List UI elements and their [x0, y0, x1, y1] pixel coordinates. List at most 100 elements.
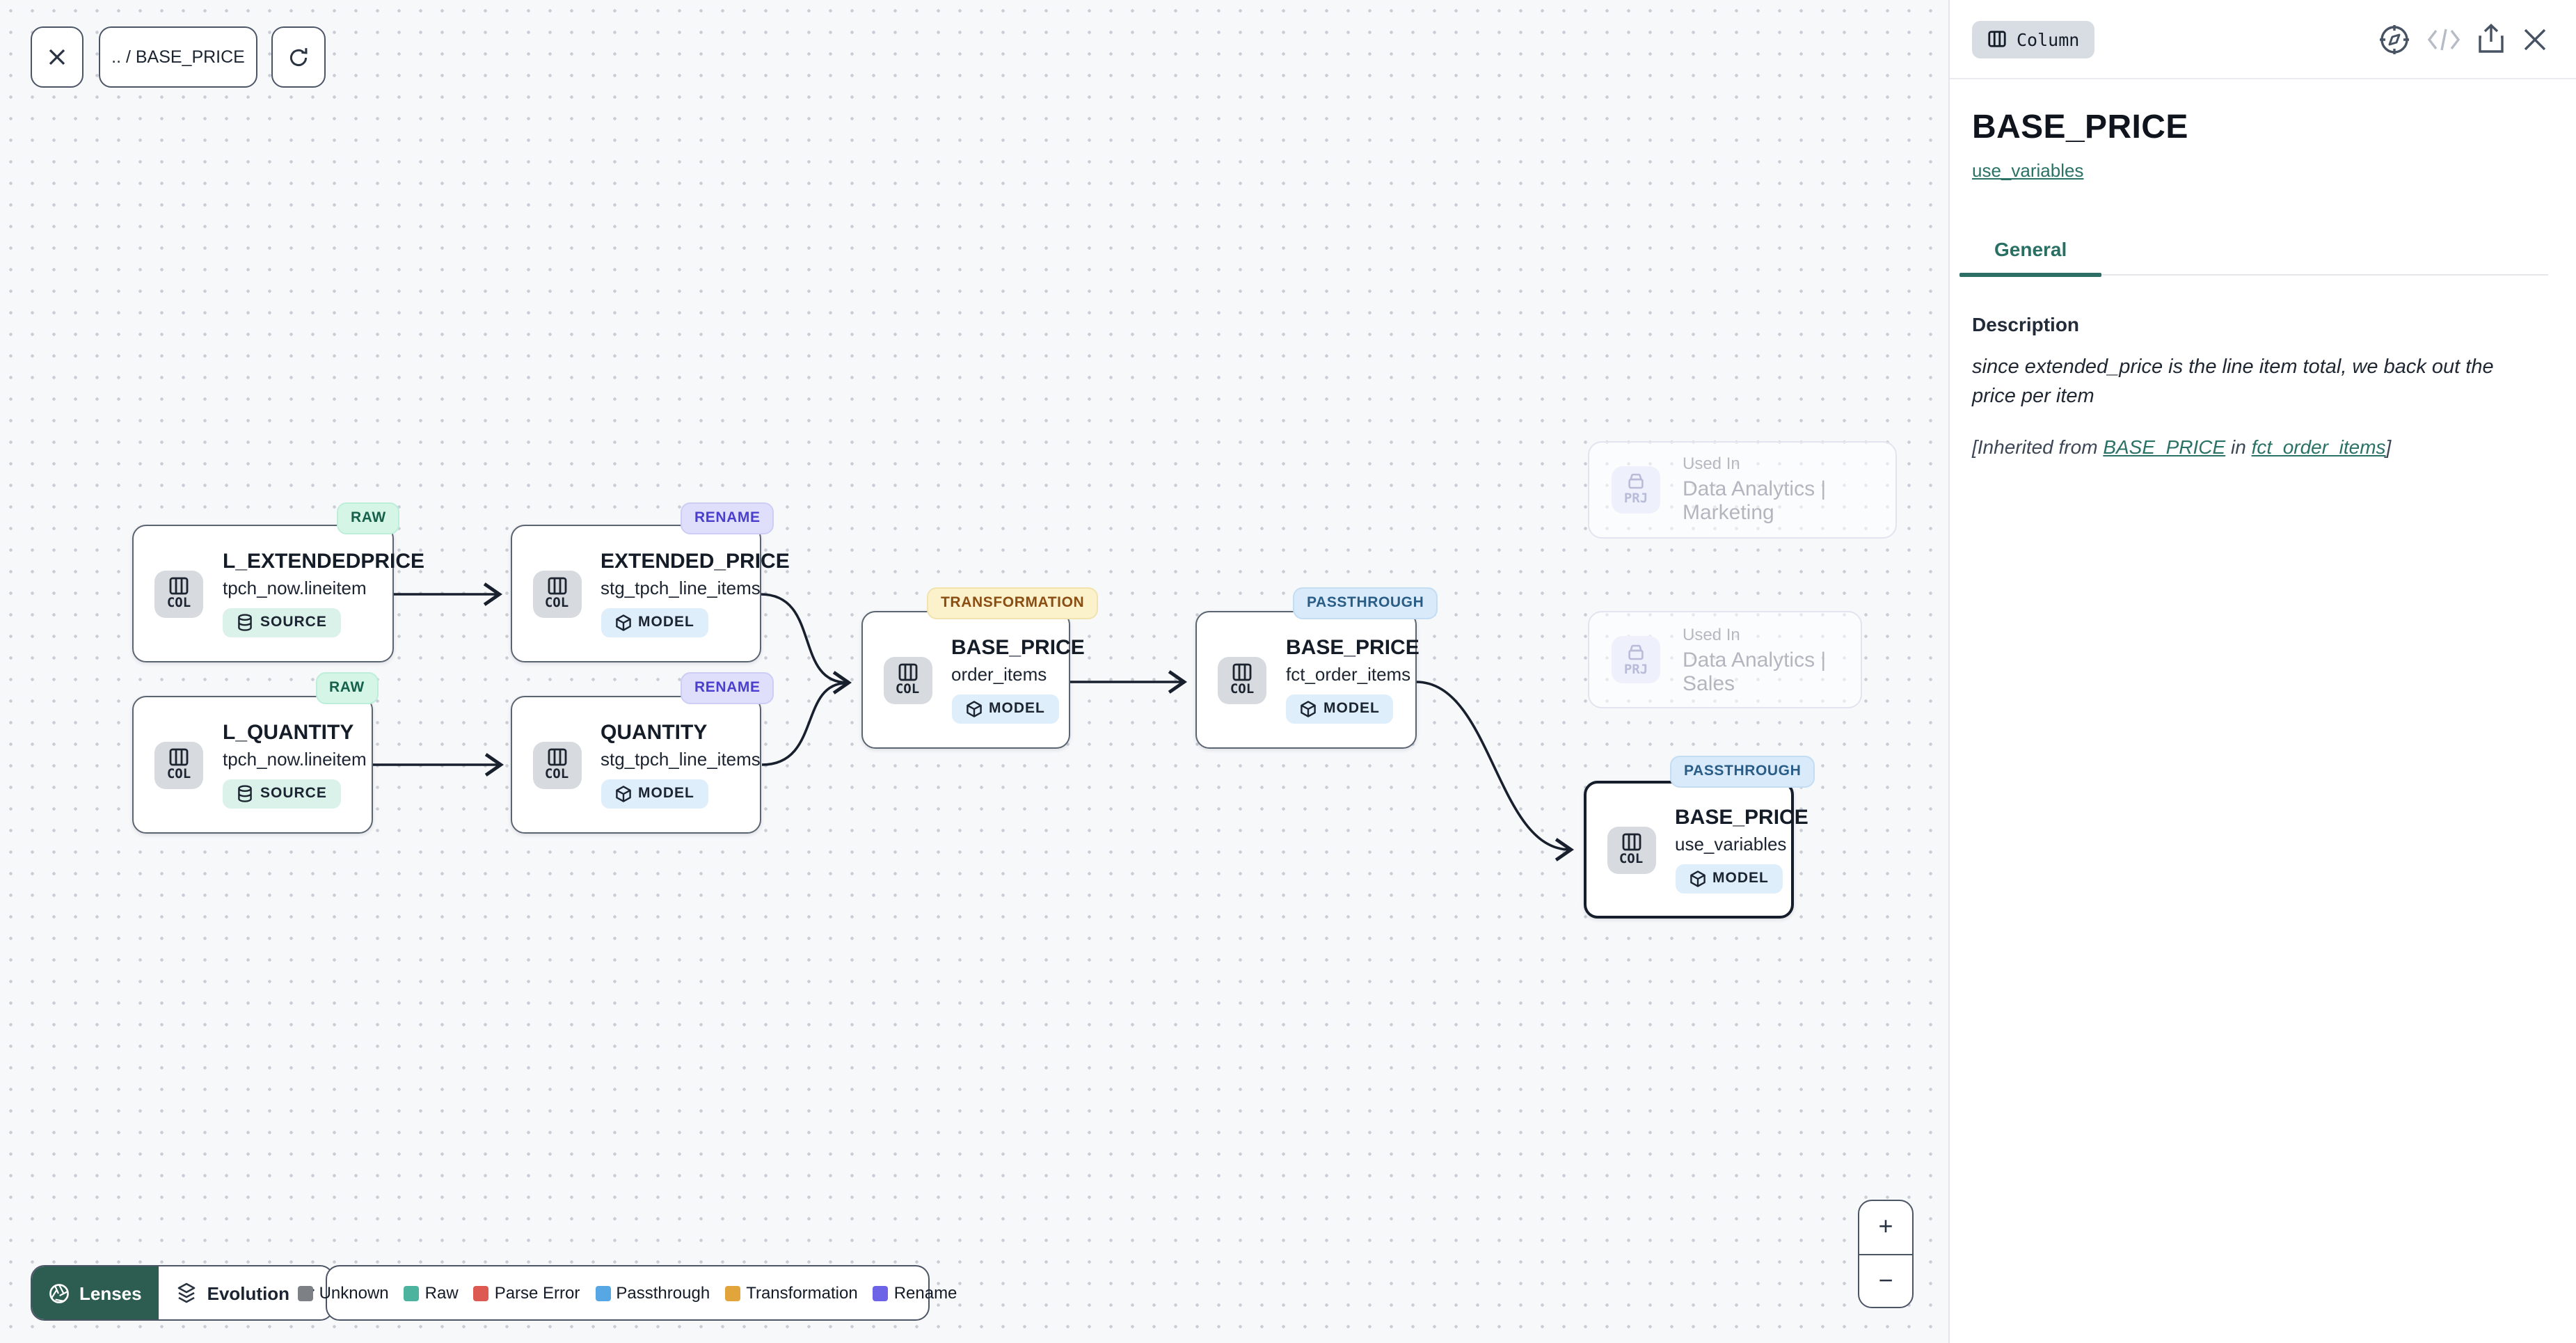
database-icon: [238, 613, 252, 630]
lineage-badge-raw: RAW: [315, 672, 379, 704]
lenses-button[interactable]: Lenses: [32, 1266, 159, 1319]
column-chip: COL: [1607, 826, 1655, 873]
panel-tabs: General: [1959, 227, 2548, 277]
share-button[interactable]: [2477, 24, 2505, 54]
cube-icon: [1689, 870, 1705, 887]
column-chip: COL: [154, 741, 203, 788]
used-in-node-marketing[interactable]: PRJ Used In Data Analytics | Marketing: [1588, 440, 1897, 538]
lens-aperture-icon: [49, 1283, 69, 1303]
used-in-node-sales[interactable]: PRJ Used In Data Analytics | Sales: [1588, 611, 1861, 708]
model-badge: MODEL: [601, 607, 708, 637]
close-panel-button[interactable]: [2522, 26, 2548, 52]
compass-icon: [2380, 24, 2409, 54]
model-badge: MODEL: [1286, 694, 1394, 724]
cube-icon: [1301, 700, 1316, 717]
breadcrumb[interactable]: .. / BASE_PRICE: [99, 26, 257, 88]
chip-label: COL: [895, 682, 920, 698]
model-link[interactable]: use_variables: [1972, 160, 2084, 181]
type-label: MODEL: [989, 700, 1045, 717]
refresh-button[interactable]: [271, 26, 326, 88]
columns-icon: [1621, 834, 1641, 851]
node-title: BASE_PRICE: [1675, 806, 1808, 830]
panel-actions: [2378, 23, 2548, 55]
node-base-price-fct-order-items[interactable]: COL BASE_PRICE fct_order_items MODEL: [1195, 611, 1420, 749]
column-title: BASE_PRICE: [1972, 109, 2188, 146]
legend-item: Unknown: [298, 1283, 389, 1303]
node-quantity[interactable]: COL QUANTITY stg_tpch_line_items MODEL: [510, 696, 761, 834]
lens-legend: Unknown Raw Parse Error Passthrough Tran…: [298, 1265, 957, 1321]
explore-button[interactable]: [2378, 23, 2410, 55]
details-panel-content: BASE_PRICE use_variables General Descrip…: [1950, 109, 2576, 458]
canvas-zoom-control: + −: [1858, 1200, 1914, 1308]
project-chip: PRJ: [1612, 636, 1660, 683]
legend-label: Raw: [424, 1283, 459, 1303]
legend-label: Rename: [893, 1283, 957, 1303]
database-icon: [238, 784, 252, 802]
node-subtitle: fct_order_items: [1286, 663, 1411, 685]
project-chip: PRJ: [1612, 466, 1660, 513]
columns-icon: [547, 578, 566, 595]
node-extended-price[interactable]: COL EXTENDED_PRICE stg_tpch_line_items M…: [510, 525, 790, 662]
node-base-price-use-variables[interactable]: COL BASE_PRICE use_variables MODEL: [1583, 781, 1808, 919]
lens-name: Evolution: [207, 1282, 290, 1303]
lineage-canvas[interactable]: .. / BASE_PRICE RAW COL L_EXTENDEDPRICE …: [0, 0, 1948, 1343]
node-title: BASE_PRICE: [1286, 636, 1420, 660]
type-label: SOURCE: [260, 785, 327, 802]
code-icon: [2427, 28, 2460, 50]
details-panel: Column BASE_PRICE use_variables: [1948, 0, 2576, 1343]
close-lineage-button[interactable]: [31, 26, 84, 88]
inherited-model-link[interactable]: fct_order_items: [2251, 436, 2386, 459]
node-subtitle: order_items: [951, 663, 1047, 685]
inherited-middle: in: [2225, 436, 2252, 459]
legend-label: Parse Error: [494, 1283, 580, 1303]
node-l-extendedprice[interactable]: COL L_EXTENDEDPRICE tpch_now.lineitem SO…: [132, 525, 424, 662]
node-subtitle: tpch_now.lineitem: [223, 577, 367, 598]
node-l-quantity[interactable]: COL L_QUANTITY tpch_now.lineitem SOURCE: [132, 696, 372, 834]
tab-general[interactable]: General: [1959, 227, 2102, 277]
legend-item: Transformation: [725, 1283, 858, 1303]
node-base-price-order-items[interactable]: COL BASE_PRICE order_items MODEL: [861, 611, 1085, 749]
type-label: SOURCE: [260, 614, 327, 631]
view-code-button[interactable]: [2427, 27, 2460, 51]
chip-label: COL: [166, 596, 191, 612]
node-title: L_EXTENDEDPRICE: [223, 550, 425, 574]
chip-label: COL: [166, 767, 191, 783]
columns-icon: [169, 578, 189, 595]
lineage-badge-rename: RENAME: [681, 502, 774, 534]
lineage-edges: [372, 582, 1574, 861]
inherited-column-link[interactable]: BASE_PRICE: [2103, 436, 2226, 459]
details-panel-header: Column: [1950, 0, 2576, 79]
type-label: MODEL: [638, 614, 694, 631]
chip-label: PRJ: [1623, 491, 1648, 507]
zoom-in-button[interactable]: +: [1859, 1201, 1912, 1255]
legend-swatch-transformation: [725, 1285, 741, 1301]
layers-icon: [177, 1282, 195, 1303]
node-title: L_QUANTITY: [223, 721, 354, 745]
entity-type-badge: Column: [1972, 20, 2095, 58]
model-badge: MODEL: [951, 694, 1059, 724]
description-text: since extended_price is the line item to…: [1972, 356, 2494, 408]
legend-swatch-unknown: [298, 1285, 314, 1301]
node-subtitle: use_variables: [1675, 833, 1787, 855]
used-in-label: Used In: [1683, 624, 1740, 644]
inherited-prefix: [Inherited from: [1972, 436, 2104, 459]
project-icon: [1628, 474, 1644, 489]
lineage-badge-raw: RAW: [337, 502, 400, 534]
legend-item: Passthrough: [595, 1283, 710, 1303]
inherited-suffix: ]: [2385, 436, 2392, 459]
legend-swatch-passthrough: [595, 1285, 611, 1301]
legend-item: Raw: [404, 1283, 459, 1303]
inherited-note: [Inherited from BASE_PRICE in fct_order_…: [1972, 436, 2548, 458]
zoom-out-button[interactable]: −: [1878, 1266, 1893, 1294]
legend-swatch-parse-error: [473, 1285, 489, 1301]
type-label: MODEL: [1323, 700, 1380, 717]
lineage-badge-passthrough: PASSTHROUGH: [1293, 587, 1438, 619]
source-badge: SOURCE: [223, 607, 341, 637]
edge-quantity-orderitems: [761, 681, 847, 766]
used-in-name: Data Analytics | Sales: [1683, 648, 1827, 695]
edge-extendedprice-orderitems: [760, 593, 852, 694]
columns-icon: [1988, 31, 2006, 47]
column-chip: COL: [1218, 656, 1266, 704]
close-icon: [2524, 28, 2546, 50]
model-badge: MODEL: [601, 779, 708, 809]
